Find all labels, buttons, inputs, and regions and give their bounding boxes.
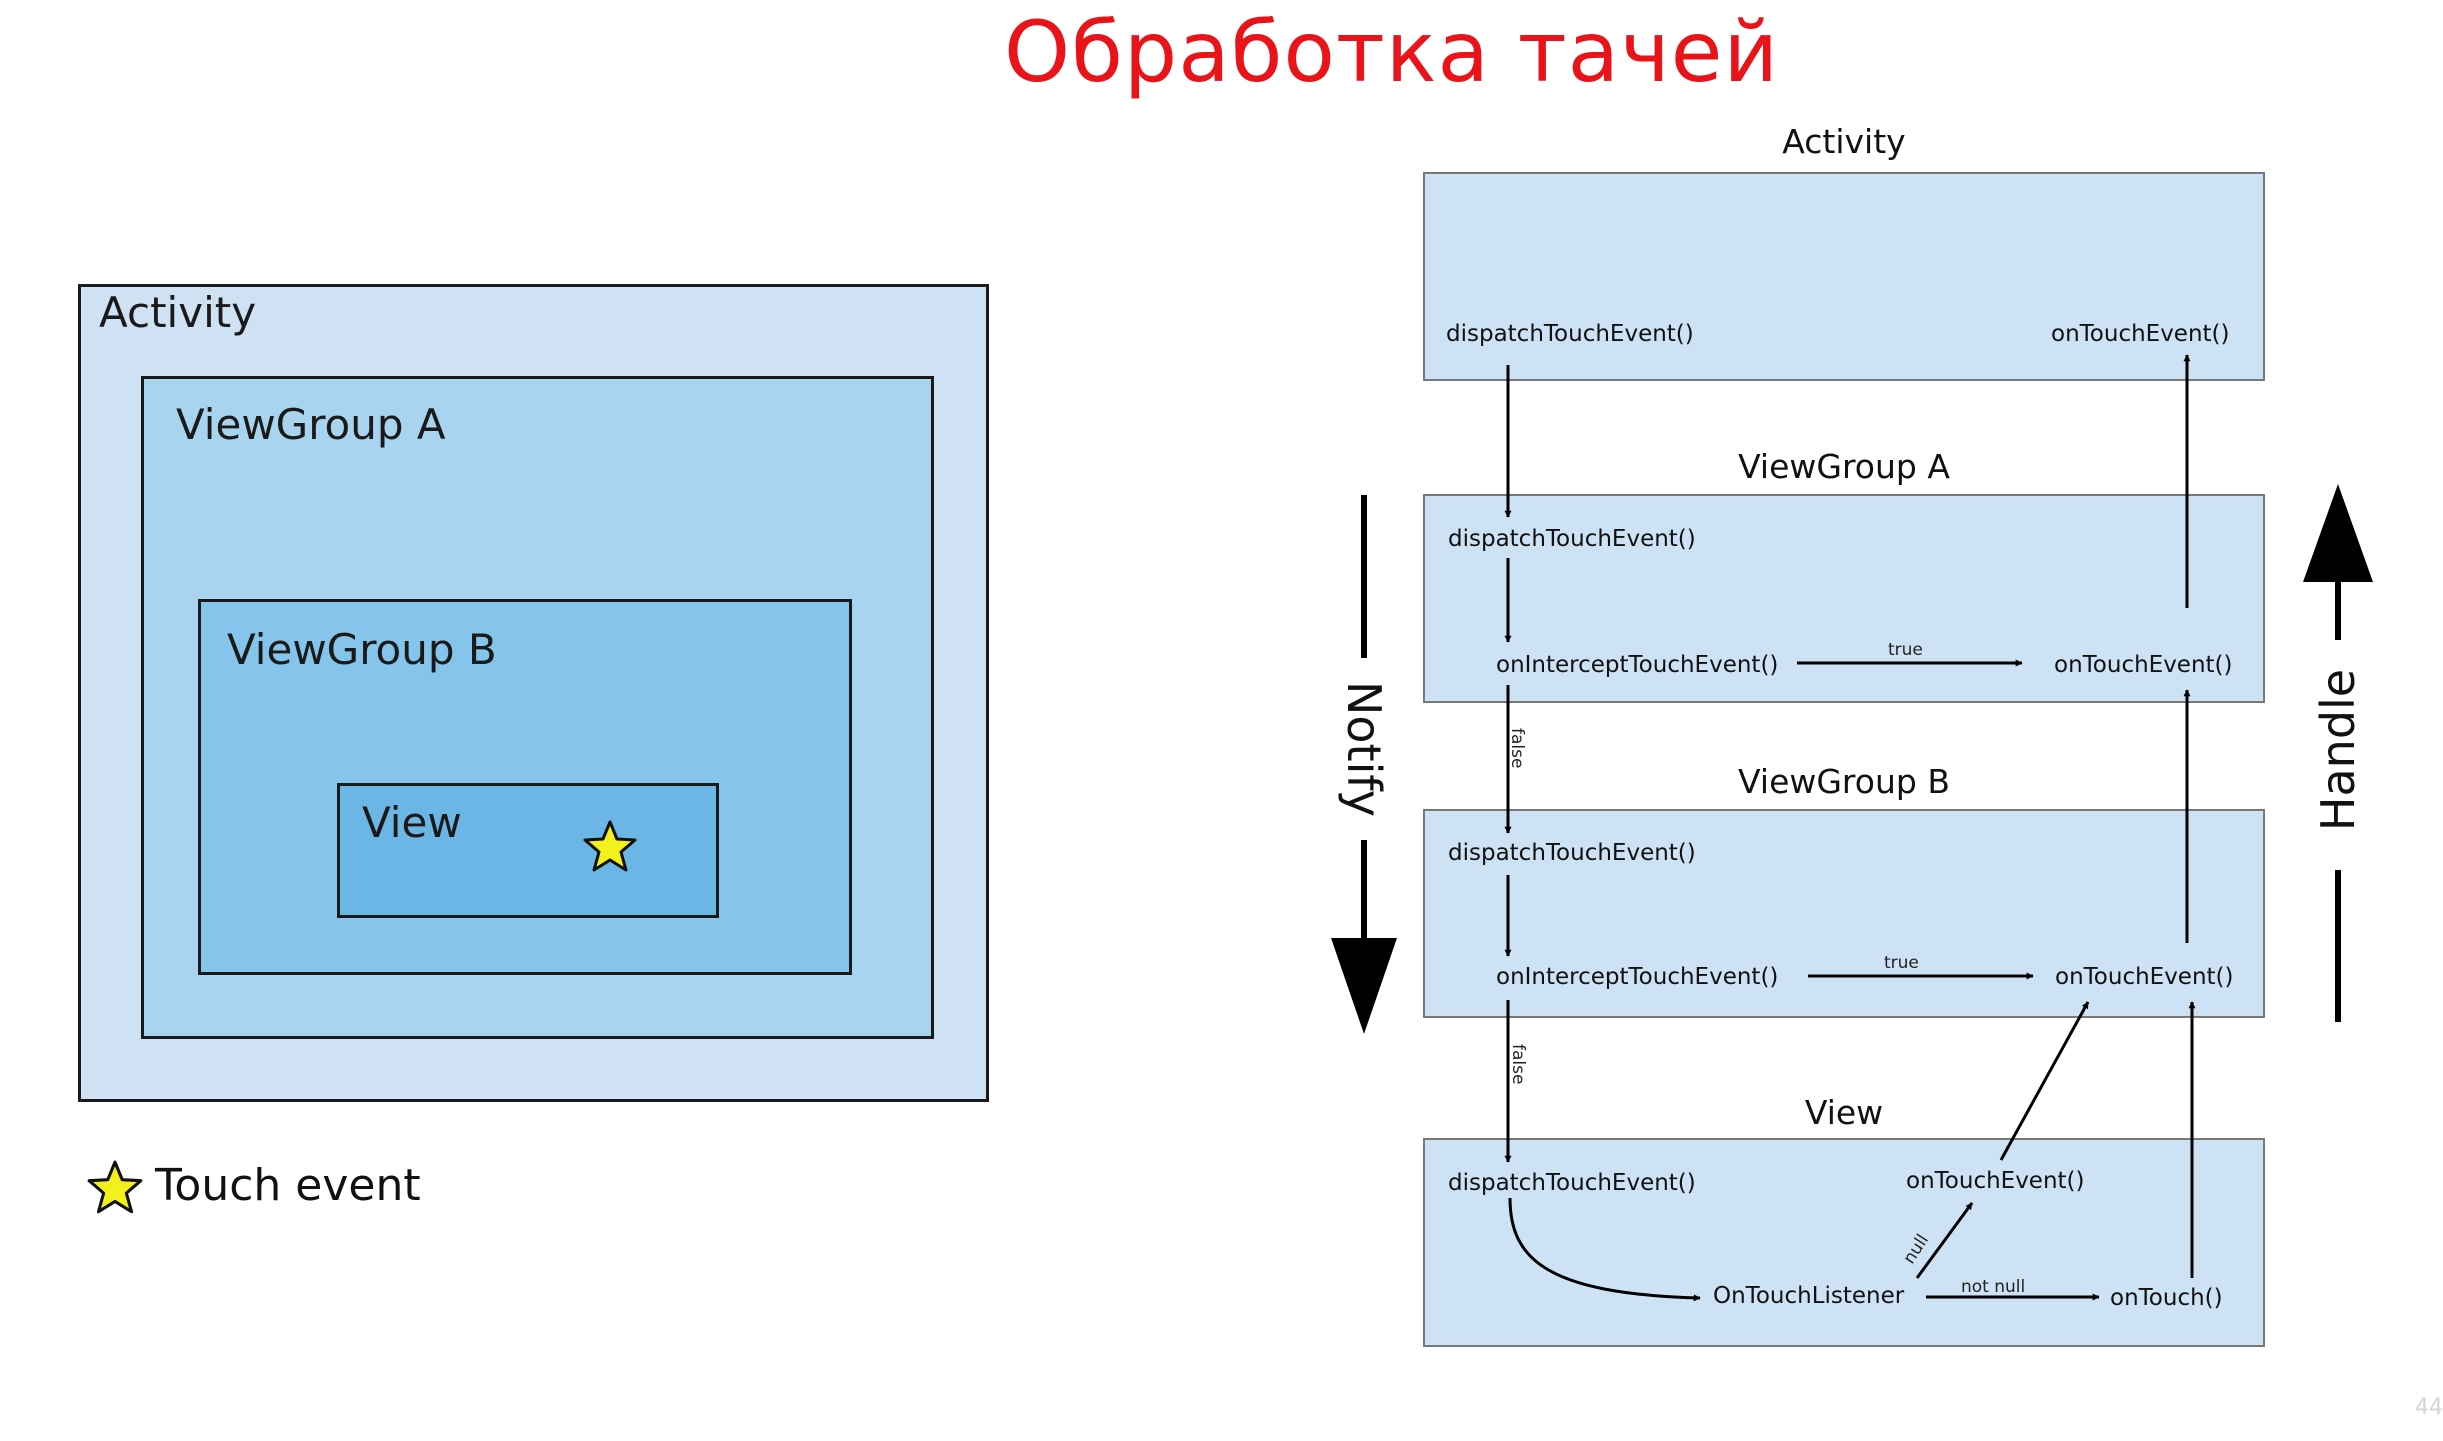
arrow-view-dispatch-to-listener <box>1508 1197 1701 1302</box>
viewgroup-a-intercept-label: onInterceptTouchEvent() <box>1496 652 1778 678</box>
arrow-view-ontouchevent-to-b <box>1999 1001 2090 1161</box>
view-label: View <box>362 798 462 847</box>
view-box <box>337 783 719 918</box>
viewgroup-b-intercept-label: onInterceptTouchEvent() <box>1496 964 1778 990</box>
slide-title: Обработка тачей <box>1003 3 1780 101</box>
viewgroup-b-ontouchevent-label: onTouchEvent() <box>2055 964 2234 990</box>
viewgroup-b-dispatch-label: dispatchTouchEvent() <box>1448 840 1696 866</box>
viewgroup-a-ontouchevent-label: onTouchEvent() <box>2054 652 2233 678</box>
activity-ontouchevent-label: onTouchEvent() <box>2051 321 2230 347</box>
viewgroup-a-label: ViewGroup A <box>176 400 446 449</box>
notify-label: Notify <box>1337 681 1391 817</box>
viewgroup-b-label: ViewGroup B <box>227 625 497 674</box>
activity-dispatch-label: dispatchTouchEvent() <box>1446 321 1694 347</box>
page-number: 44 <box>2415 1395 2443 1420</box>
view-flow-title: View <box>1805 1093 1883 1132</box>
view-listener-label: OnTouchListener <box>1713 1283 1905 1309</box>
viewgroup-a-false-label: false <box>1507 728 1527 768</box>
viewgroup-a-true-label: true <box>1888 640 1923 660</box>
view-dispatch-label: dispatchTouchEvent() <box>1448 1170 1696 1196</box>
activity-flow-title: Activity <box>1782 122 1905 161</box>
viewgroup-a-dispatch-label: dispatchTouchEvent() <box>1448 526 1696 552</box>
handle-label: Handle <box>2311 669 2365 831</box>
legend-label: Touch event <box>155 1160 421 1211</box>
activity-label: Activity <box>99 288 257 337</box>
viewgroup-b-false-label: false <box>1508 1044 1528 1084</box>
viewgroup-b-true-label: true <box>1884 953 1919 973</box>
viewgroup-a-flow-box <box>1423 494 2265 703</box>
view-ontouch-label: onTouch() <box>2110 1285 2223 1311</box>
notify-arrow: Notify <box>1331 495 1397 1034</box>
activity-flow-box <box>1423 172 2265 381</box>
star-icon <box>583 820 637 872</box>
arrow-listener-null <box>1915 1202 1974 1279</box>
view-not-null-label: not null <box>1961 1277 2025 1297</box>
viewgroup-b-flow-title: ViewGroup B <box>1738 762 1950 801</box>
handle-arrow: Handle <box>2303 484 2373 1022</box>
viewgroup-b-flow-box <box>1423 809 2265 1018</box>
viewgroup-a-flow-title: ViewGroup A <box>1738 447 1950 486</box>
legend-star-icon <box>87 1160 143 1214</box>
view-ontouchevent-label: onTouchEvent() <box>1906 1168 2085 1194</box>
view-flow-box <box>1423 1138 2265 1347</box>
